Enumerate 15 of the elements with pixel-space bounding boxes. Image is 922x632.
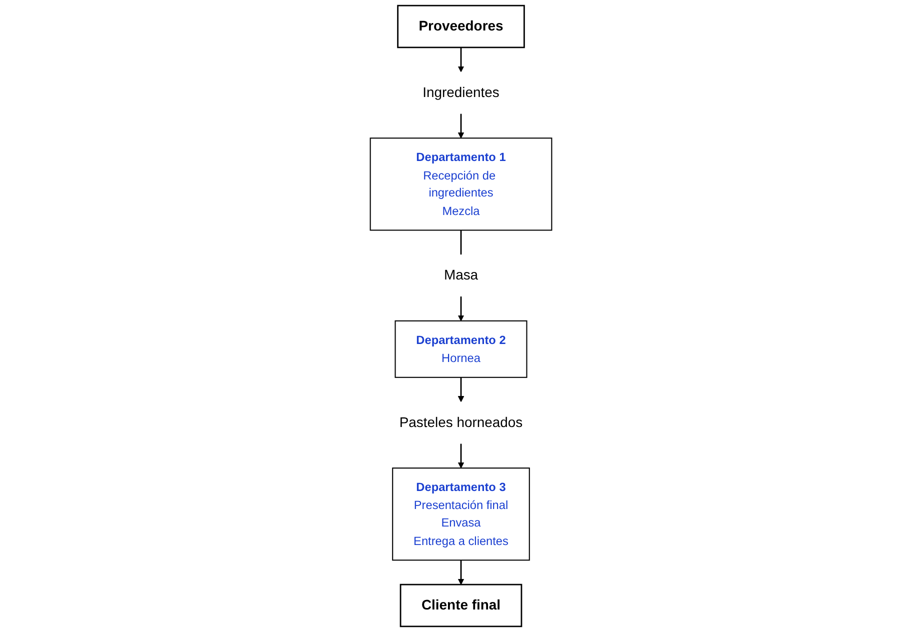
node-box: Departamento 2 Hornea (394, 320, 528, 378)
node-text: Ingredientes (422, 85, 500, 100)
node-box: Proveedores (397, 4, 525, 48)
node-text: Pasteles horneados (399, 415, 523, 430)
node-box: Departamento 3 Presentación final Envasa Entrega a clientes (392, 468, 530, 561)
connector (460, 230, 462, 255)
arrow (458, 296, 464, 322)
node-text: Masa (444, 268, 478, 284)
arrow (458, 377, 464, 402)
arrow (458, 114, 464, 138)
arrow (458, 560, 464, 585)
node-box: Cliente final (400, 584, 522, 628)
arrow (458, 47, 464, 72)
node-box: Departamento 1 Recepción de ingredientes Mezcla (370, 138, 552, 231)
arrow (458, 444, 464, 468)
